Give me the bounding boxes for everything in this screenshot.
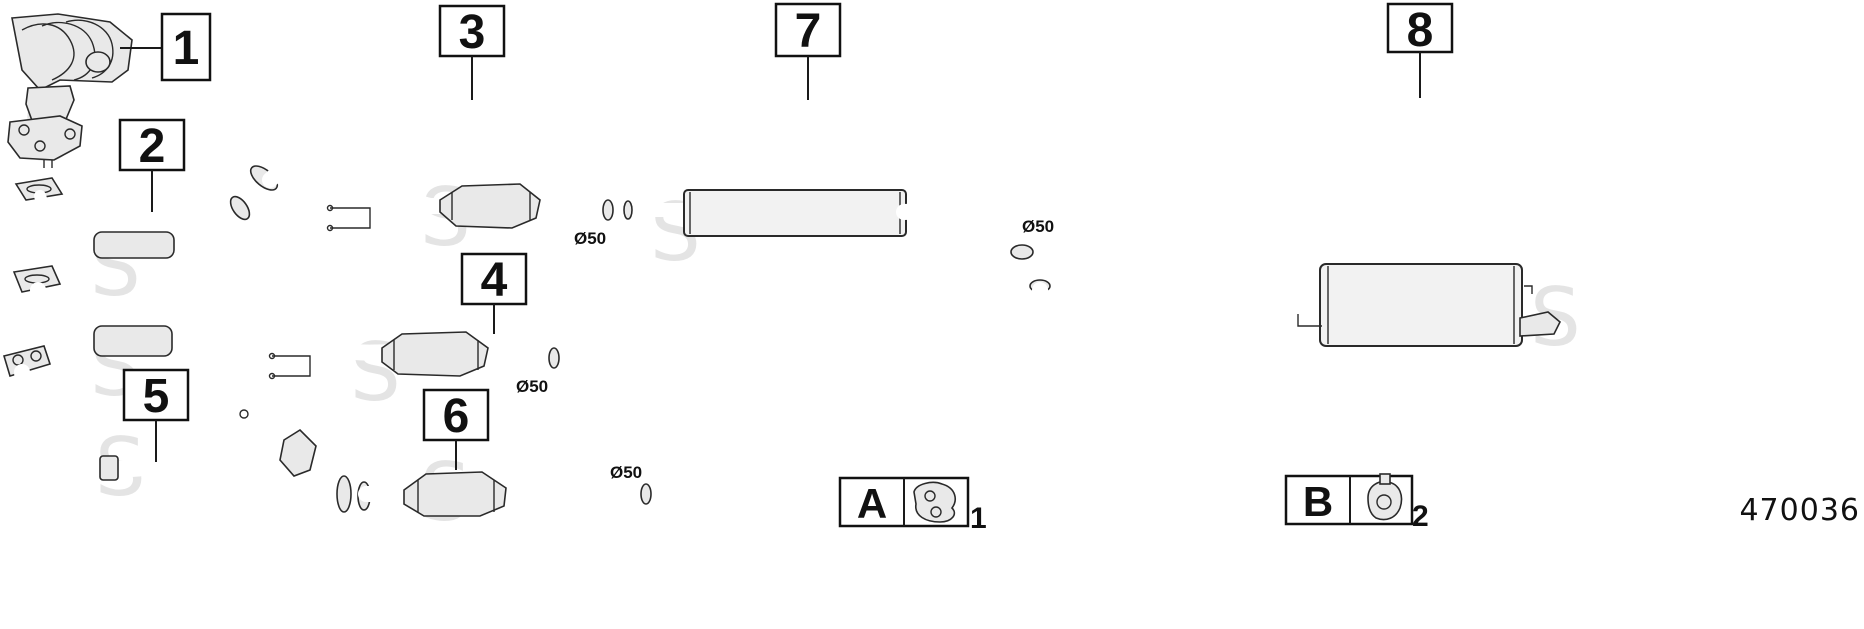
svg-text:8: 8 — [1407, 4, 1434, 57]
part-2-front-pipe — [14, 177, 251, 259]
callout-7: 7 — [774, 2, 842, 100]
svg-text:5: 5 — [143, 370, 170, 423]
callout-3: 3 — [438, 4, 506, 100]
svg-text:A: A — [857, 480, 887, 527]
part-7-center-silencer — [621, 189, 1034, 260]
part-4-catalyst-pipe — [12, 265, 562, 380]
diagram-reference-number: 470036 — [1739, 493, 1860, 528]
svg-text:1: 1 — [970, 502, 987, 535]
callout-1: 1 — [120, 12, 212, 82]
diameter-label-part-4: Ø50 — [516, 377, 548, 396]
svg-text:7: 7 — [795, 5, 822, 58]
svg-text:6: 6 — [443, 390, 470, 443]
svg-text:2: 2 — [1412, 500, 1429, 533]
callout-5: 5 — [122, 368, 190, 462]
svg-text:3: 3 — [459, 6, 486, 59]
callout-2: 2 — [118, 118, 186, 212]
rubber-hanger-icon — [913, 481, 956, 523]
legend-a: A 1 — [838, 476, 987, 535]
svg-text:1: 1 — [173, 22, 200, 75]
diameter-label-part-3: Ø50 — [574, 229, 606, 248]
diameter-label-part-7: Ø50 — [1022, 217, 1054, 236]
diameter-label-part-6: Ø50 — [610, 463, 642, 482]
bracket-clamp-icon — [1367, 473, 1403, 521]
callout-6: 6 — [422, 388, 490, 470]
part-5-front-pipe — [2, 345, 352, 513]
svg-text:B: B — [1303, 478, 1333, 525]
callout-8: 8 — [1386, 2, 1454, 98]
part-6-catalyst-pipe — [357, 471, 654, 517]
callout-4: 4 — [460, 252, 528, 334]
part-3-catalyst-pipe — [249, 153, 616, 232]
legend-b: B 2 — [1284, 473, 1429, 533]
svg-text:4: 4 — [481, 254, 508, 307]
part-1-exhaust-manifold — [7, 13, 133, 168]
part-8-rear-silencer — [1029, 263, 1561, 347]
svg-text:2: 2 — [139, 120, 166, 173]
